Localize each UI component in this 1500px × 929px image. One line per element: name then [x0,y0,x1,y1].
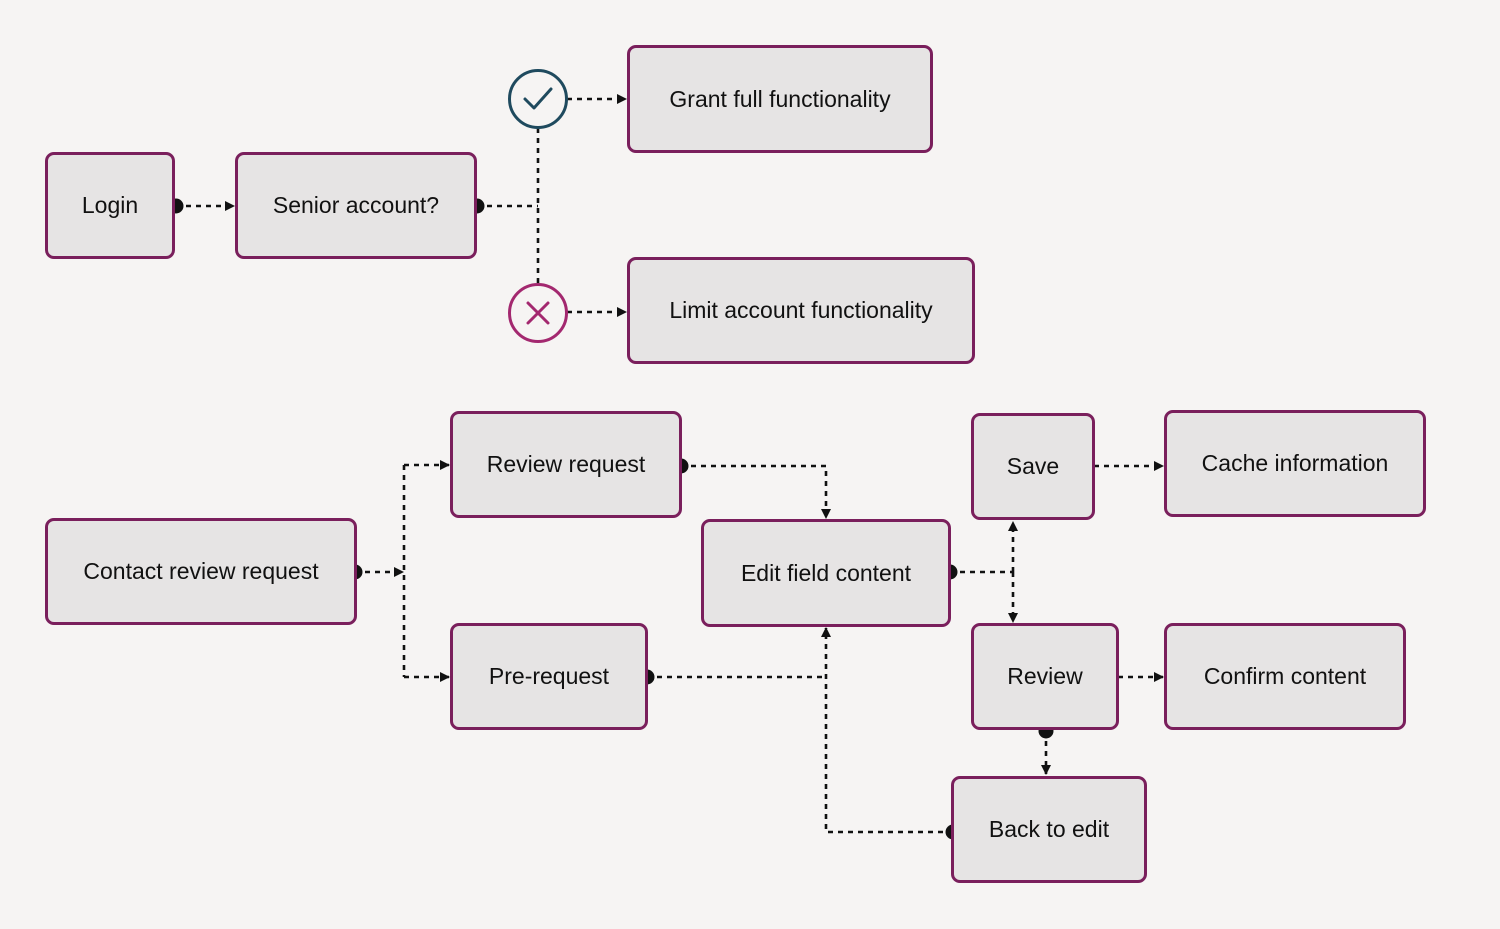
connector-back-to-edit [821,627,953,834]
node-review[interactable]: Review [971,623,1119,730]
connector-review-request-to-edit [681,464,831,519]
node-senior-account[interactable]: Senior account? [235,152,477,259]
node-cache-information[interactable]: Cache information [1164,410,1426,517]
node-login[interactable]: Login [45,152,175,259]
node-back-to-edit[interactable]: Back to edit [951,776,1147,883]
node-review-request[interactable]: Review request [450,411,682,518]
node-limit-account-functionality[interactable]: Limit account functionality [627,257,975,364]
node-edit-field-content[interactable]: Edit field content [701,519,951,627]
check-icon [507,68,569,130]
node-save[interactable]: Save [971,413,1095,520]
node-confirm-content[interactable]: Confirm content [1164,623,1406,730]
node-contact-review-request[interactable]: Contact review request [45,518,357,625]
node-pre-request[interactable]: Pre-request [450,623,648,730]
node-grant-full-functionality[interactable]: Grant full functionality [627,45,933,153]
cross-icon [507,282,569,344]
